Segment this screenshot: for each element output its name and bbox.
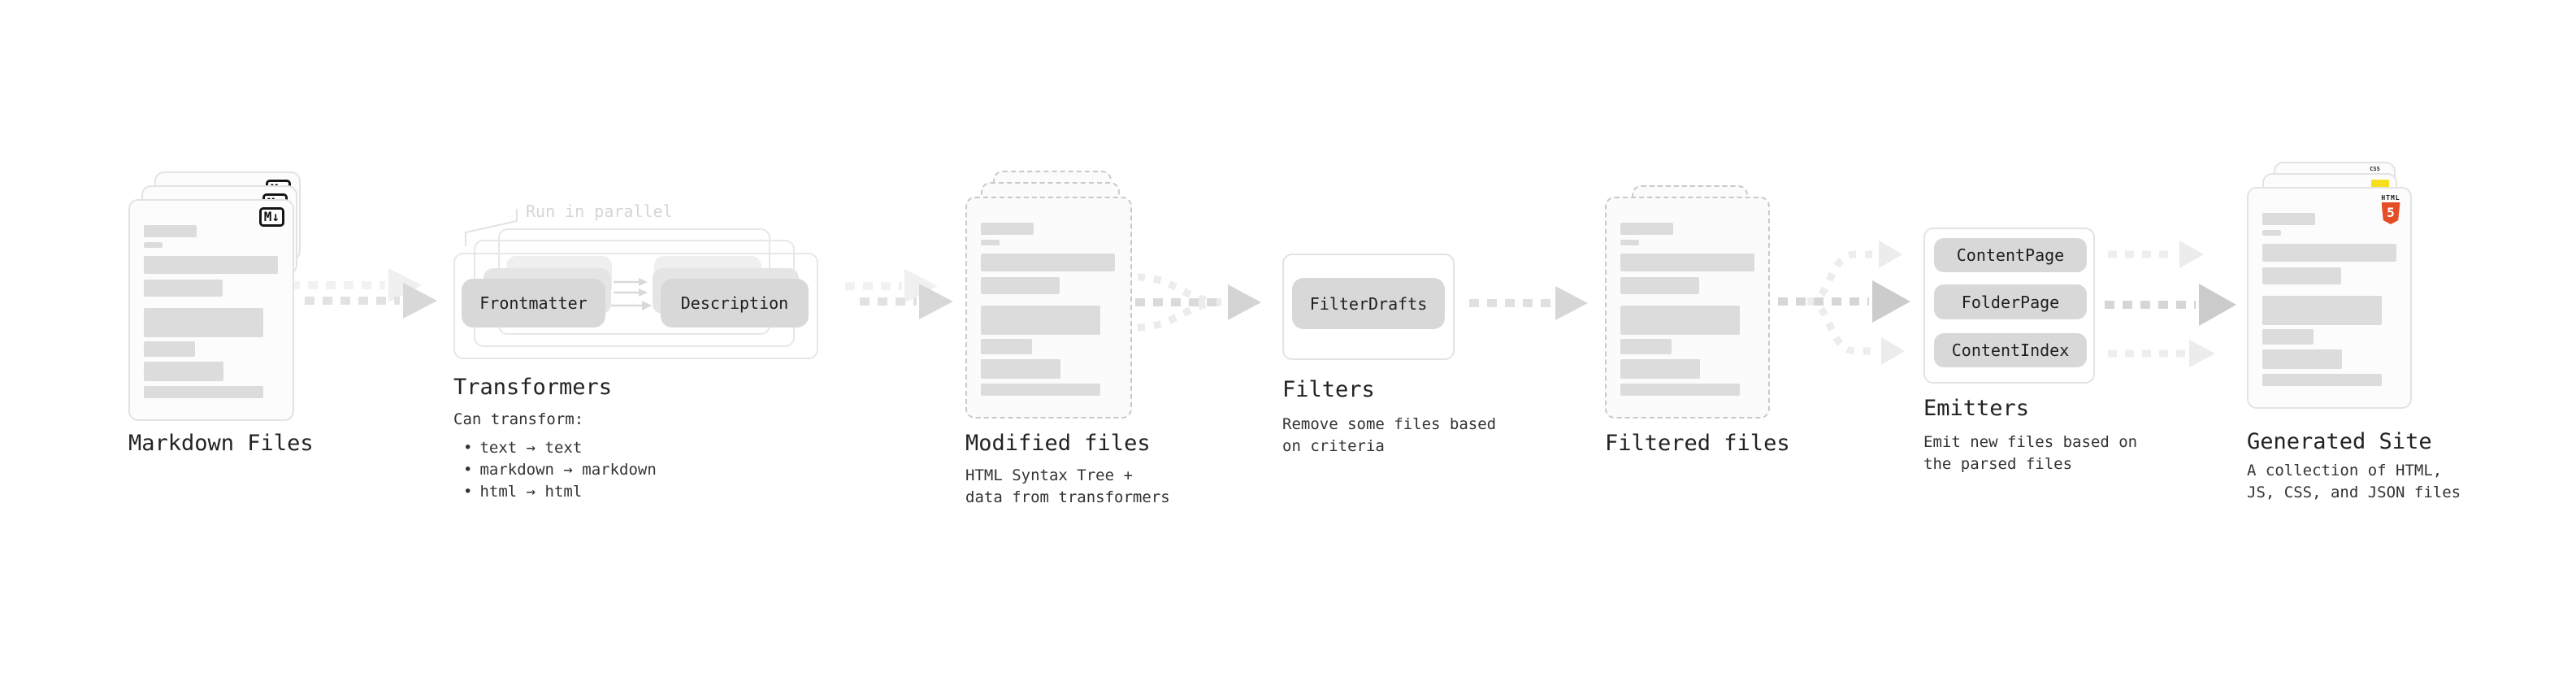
emitters-label: Emitters [1923, 396, 2030, 421]
bullet-text: html → html [479, 483, 583, 501]
arrow-markdown-to-transformers [305, 283, 437, 319]
generated-site-label: Generated Site [2247, 429, 2432, 454]
modified-files-description: HTML Syntax Tree + data from transformer… [965, 465, 1170, 509]
arrow-filters-to-filtered [1469, 286, 1588, 320]
skeleton-bar [981, 359, 1060, 379]
arrow-markdown-to-transformers-ghost [290, 268, 422, 302]
skeleton-bar [144, 386, 263, 398]
skeleton-bar [1620, 254, 1754, 271]
can-transform-heading: Can transform: [453, 410, 584, 428]
skeleton-bar [144, 256, 278, 274]
filters-label: Filters [1282, 377, 1375, 402]
skeleton-bar [1620, 277, 1699, 294]
contentindex-node: ContentIndex [1934, 333, 2087, 367]
skeleton-bar [1620, 223, 1673, 235]
description-line: Emit new files based on [1923, 433, 2138, 451]
arrow-transformers-to-modified-ghost [845, 269, 938, 303]
skeleton-bar [2262, 296, 2382, 325]
arrow-modified-to-filters [1135, 273, 1261, 332]
skeleton-bar [2262, 349, 2342, 369]
skeleton-bar [2262, 244, 2396, 262]
html5-icon-text: HTML [2381, 194, 2400, 202]
list-item: • markdown → markdown [453, 459, 657, 481]
arrow-transformers-to-modified [860, 284, 953, 319]
skeleton-bar [981, 339, 1032, 354]
contentpage-node: ContentPage [1934, 238, 2087, 272]
emitters-description: Emit new files based on the parsed files [1923, 432, 2137, 475]
skeleton-bar [981, 306, 1100, 335]
list-item: • html → html [453, 481, 657, 503]
js-icon [2371, 180, 2389, 189]
bullet-marker: • [463, 439, 473, 457]
skeleton-bar [1620, 240, 1639, 245]
description-line: A collection of HTML, [2247, 462, 2443, 479]
description-line: Remove some files based [1282, 415, 1497, 433]
site-file-card-html: HTML 5 [2247, 187, 2412, 409]
skeleton-bar [981, 240, 1000, 245]
skeleton-bar [1620, 306, 1740, 335]
html5-icon: HTML 5 [2380, 194, 2401, 224]
skeleton-bar [1620, 359, 1700, 379]
description-line: HTML Syntax Tree + [965, 466, 1133, 484]
generated-site-description: A collection of HTML, JS, CSS, and JSON … [2247, 460, 2461, 504]
skeleton-bar [144, 242, 163, 248]
css-icon-text: CSS [2370, 166, 2380, 172]
skeleton-bar [2262, 267, 2341, 284]
arrow-emitters-to-site [2105, 241, 2236, 367]
filters-description: Remove some files based on criteria [1282, 414, 1496, 458]
description-line: JS, CSS, and JSON files [2247, 484, 2461, 501]
bullet-text: markdown → markdown [479, 461, 657, 479]
bullet-marker: • [463, 483, 473, 501]
skeleton-bar [144, 341, 195, 357]
filtered-file-card-front [1605, 197, 1770, 419]
skeleton-bar [981, 254, 1115, 271]
skeleton-bar [981, 384, 1100, 396]
list-item: • text → text [453, 437, 657, 459]
transformers-description: Can transform: • text → text • markdown … [453, 409, 657, 503]
description-line: data from transformers [965, 488, 1170, 506]
filtered-files-label: Filtered files [1605, 431, 1790, 456]
frontmatter-node: Frontmatter [462, 279, 605, 327]
html5-icon-shield: 5 [2381, 202, 2400, 224]
markdown-files-label: Markdown Files [128, 431, 314, 456]
markdown-icon: M↓ [258, 207, 284, 227]
arrow-filtered-to-emitters [1778, 241, 1910, 365]
skeleton-bar [1620, 339, 1672, 354]
skeleton-bar [2262, 230, 2281, 236]
folderpage-node: FolderPage [1934, 284, 2087, 319]
skeleton-bar [2262, 213, 2315, 225]
skeleton-bar [144, 280, 223, 297]
run-in-parallel-note: Run in parallel [526, 202, 673, 221]
skeleton-bar [1620, 384, 1740, 396]
description-line: the parsed files [1923, 455, 2073, 473]
skeleton-bar [981, 277, 1060, 294]
transformer-layer-front [453, 253, 818, 359]
filterdrafts-node: FilterDrafts [1292, 278, 1445, 329]
markdown-file-card-front: M↓ [128, 199, 294, 421]
skeleton-bar [981, 223, 1034, 235]
modified-file-card-front [965, 197, 1132, 419]
skeleton-bar [144, 308, 263, 337]
skeleton-bar [144, 362, 223, 381]
skeleton-bar [2262, 329, 2314, 345]
bullet-marker: • [463, 461, 473, 479]
modified-files-label: Modified files [965, 431, 1151, 456]
skeleton-bar [2262, 374, 2382, 386]
skeleton-bar [144, 225, 197, 237]
transformers-label: Transformers [453, 375, 613, 400]
description-line: on criteria [1282, 437, 1385, 455]
bullet-text: text → text [479, 439, 583, 457]
description-node: Description [661, 279, 809, 327]
transform-bullet-list: • text → text • markdown → markdown • ht… [453, 437, 657, 503]
